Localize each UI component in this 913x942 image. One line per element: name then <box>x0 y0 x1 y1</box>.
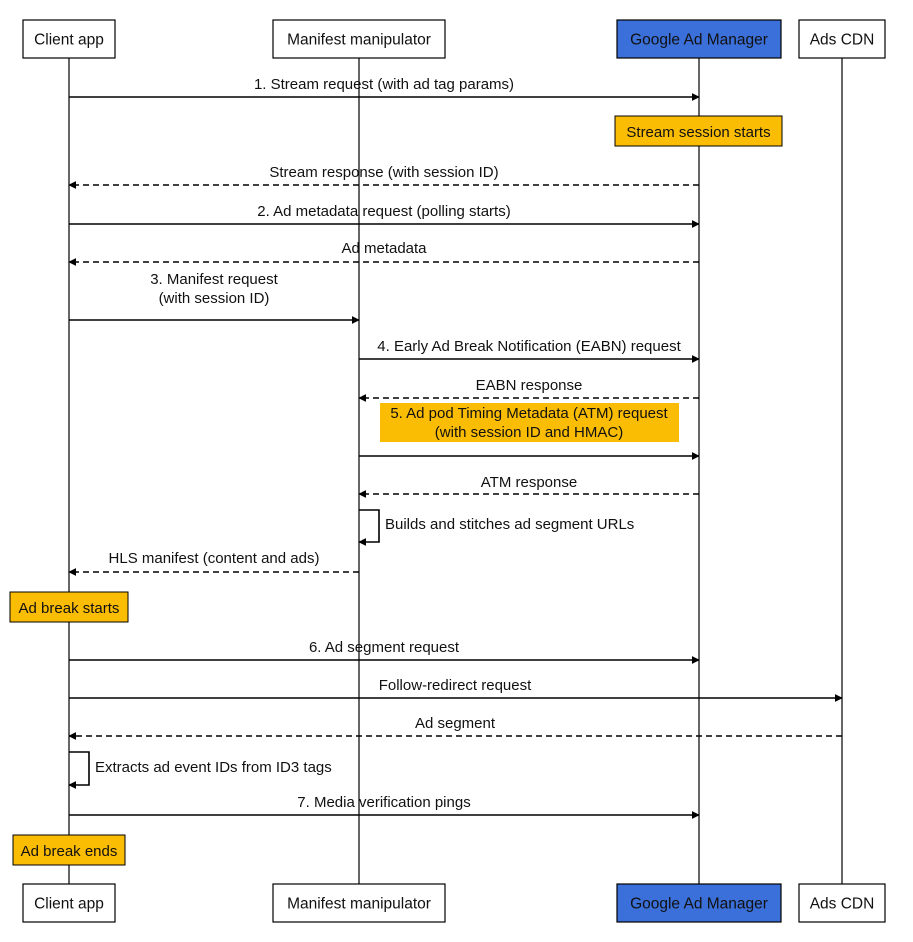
message-stream-response: Stream response (with session ID) <box>68 164 699 189</box>
actor-client-app: Client app <box>22 19 116 59</box>
self-message-arrow <box>68 751 90 789</box>
actor-label: Manifest manipulator <box>287 32 431 49</box>
message-manifest-request: 3. Manifest request (with session ID) <box>69 271 360 324</box>
actor-label: Manifest manipulator <box>287 896 431 913</box>
message-eabn-response: EABN response <box>358 377 699 402</box>
message-label: ATM response <box>481 474 577 491</box>
message-label: Extracts ad event IDs from ID3 tags <box>95 759 332 776</box>
message-label: Builds and stitches ad segment URLs <box>385 516 634 533</box>
actor-google-ad-manager: Google Ad Manager <box>616 19 782 59</box>
message-media-verification-pings: 7. Media verification pings <box>69 794 700 819</box>
message-label: Ad metadata <box>341 240 427 257</box>
message-label: 6. Ad segment request <box>309 639 460 656</box>
self-message-arrow <box>358 509 380 546</box>
actor-box <box>272 19 446 59</box>
message-label: HLS manifest (content and ads) <box>109 550 320 567</box>
actor-label: Google Ad Manager <box>630 32 768 49</box>
message-hls-manifest: HLS manifest (content and ads) <box>68 550 359 576</box>
actor-ads-cdn: Ads CDN <box>798 883 886 923</box>
actor-box <box>798 883 886 923</box>
note-label: Stream session starts <box>626 124 770 141</box>
message-ad-metadata-request: 2. Ad metadata request (polling starts) <box>69 203 700 228</box>
message-label: 4. Early Ad Break Notification (EABN) re… <box>377 338 681 355</box>
actor-box <box>272 883 446 923</box>
message-ad-metadata: Ad metadata <box>68 240 699 266</box>
note-label: Ad break starts <box>19 600 120 617</box>
message-label: Follow-redirect request <box>379 677 532 694</box>
actor-label: Client app <box>34 32 104 49</box>
message-label: 3. Manifest request <box>150 271 278 288</box>
actor-label: Ads CDN <box>810 896 875 913</box>
message-atm-request: 5. Ad pod Timing Metadata (ATM) request … <box>359 403 700 460</box>
actor-label: Google Ad Manager <box>630 896 768 913</box>
message-label: Ad segment <box>415 715 496 732</box>
message-follow-redirect-request: Follow-redirect request <box>69 677 843 702</box>
message-ad-segment-request: 6. Ad segment request <box>69 639 700 664</box>
message-atm-response: ATM response <box>358 474 699 498</box>
actor-box <box>22 883 116 923</box>
messages: 1. Stream request (with ad tag params) S… <box>68 76 843 819</box>
message-label: 2. Ad metadata request (polling starts) <box>257 203 510 220</box>
actor-box <box>616 883 782 923</box>
message-label: 7. Media verification pings <box>297 794 470 811</box>
message-label: (with session ID and HMAC) <box>435 424 623 441</box>
note-ad-break-starts: Ad break starts <box>9 591 129 623</box>
actors-top: Client app Manifest manipulator Google A… <box>22 19 886 59</box>
actor-google-ad-manager: Google Ad Manager <box>616 883 782 923</box>
note-label: Ad break ends <box>21 843 118 860</box>
actor-client-app: Client app <box>22 883 116 923</box>
message-extracts-ad-event-ids: Extracts ad event IDs from ID3 tags <box>68 751 332 789</box>
message-builds-and-stitches: Builds and stitches ad segment URLs <box>358 509 634 546</box>
message-eabn-request: 4. Early Ad Break Notification (EABN) re… <box>359 338 700 363</box>
actor-manifest-manipulator: Manifest manipulator <box>272 883 446 923</box>
message-stream-request: 1. Stream request (with ad tag params) <box>69 76 700 101</box>
notes: Stream session starts Ad break starts Ad… <box>9 115 783 866</box>
actor-label: Client app <box>34 896 104 913</box>
message-label: EABN response <box>476 377 583 394</box>
message-label: 5. Ad pod Timing Metadata (ATM) request <box>390 405 668 422</box>
actor-manifest-manipulator: Manifest manipulator <box>272 19 446 59</box>
message-label: (with session ID) <box>159 290 270 307</box>
note-stream-session-starts: Stream session starts <box>614 115 783 147</box>
note-box <box>12 834 126 866</box>
note-box <box>614 115 783 147</box>
message-label: Stream response (with session ID) <box>269 164 498 181</box>
actors-bottom: Client app Manifest manipulator Google A… <box>22 883 886 923</box>
actor-label: Ads CDN <box>810 32 875 49</box>
actor-ads-cdn: Ads CDN <box>798 19 886 59</box>
actor-box <box>798 19 886 59</box>
message-ad-segment: Ad segment <box>68 715 842 740</box>
note-ad-break-ends: Ad break ends <box>12 834 126 866</box>
lifelines <box>68 58 843 884</box>
actor-box <box>616 19 782 59</box>
message-label: 1. Stream request (with ad tag params) <box>254 76 514 93</box>
message-highlight <box>380 403 679 442</box>
actor-box <box>22 19 116 59</box>
note-box <box>9 591 129 623</box>
